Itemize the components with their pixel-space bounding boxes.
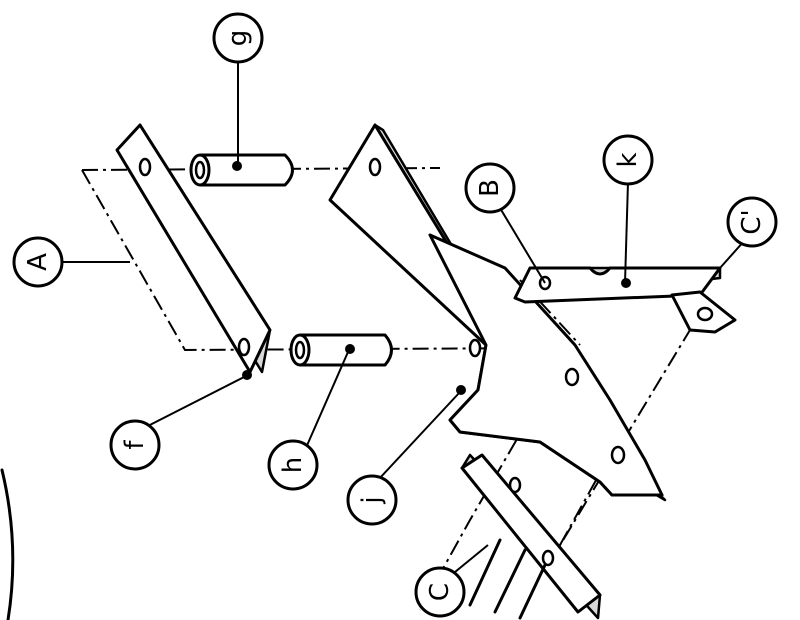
spacer-tube-h: [289, 333, 393, 367]
flat-bar-f: [115, 123, 272, 374]
callout-h: h: [267, 439, 319, 491]
callout-f-label: f: [120, 440, 150, 450]
callout-b: B: [464, 162, 516, 214]
spacer-tube-g: [189, 153, 294, 187]
callout-h-label: h: [278, 457, 308, 473]
callout-c-label: C: [425, 583, 455, 601]
callout-c-prime-label: C': [737, 209, 767, 234]
callout-b-label: B: [475, 179, 505, 197]
callout-g: g: [212, 12, 264, 64]
callout-g-label: g: [223, 30, 253, 47]
callout-k: k: [602, 134, 654, 186]
callout-a: A: [12, 236, 64, 288]
callout-c-prime: C': [726, 196, 778, 248]
callout-c: C: [414, 566, 466, 618]
callout-k-label: k: [613, 152, 643, 167]
callout-f: f: [109, 419, 161, 471]
frame-arc: [0, 468, 15, 620]
leader-lines: [50, 60, 746, 573]
callout-j-label: j: [357, 496, 387, 504]
callout-j: j: [346, 474, 398, 526]
bracket-j: [328, 123, 667, 502]
flat-bar-c: [460, 453, 602, 620]
callout-a-label: A: [23, 253, 53, 271]
weld-marks: [232, 161, 631, 395]
